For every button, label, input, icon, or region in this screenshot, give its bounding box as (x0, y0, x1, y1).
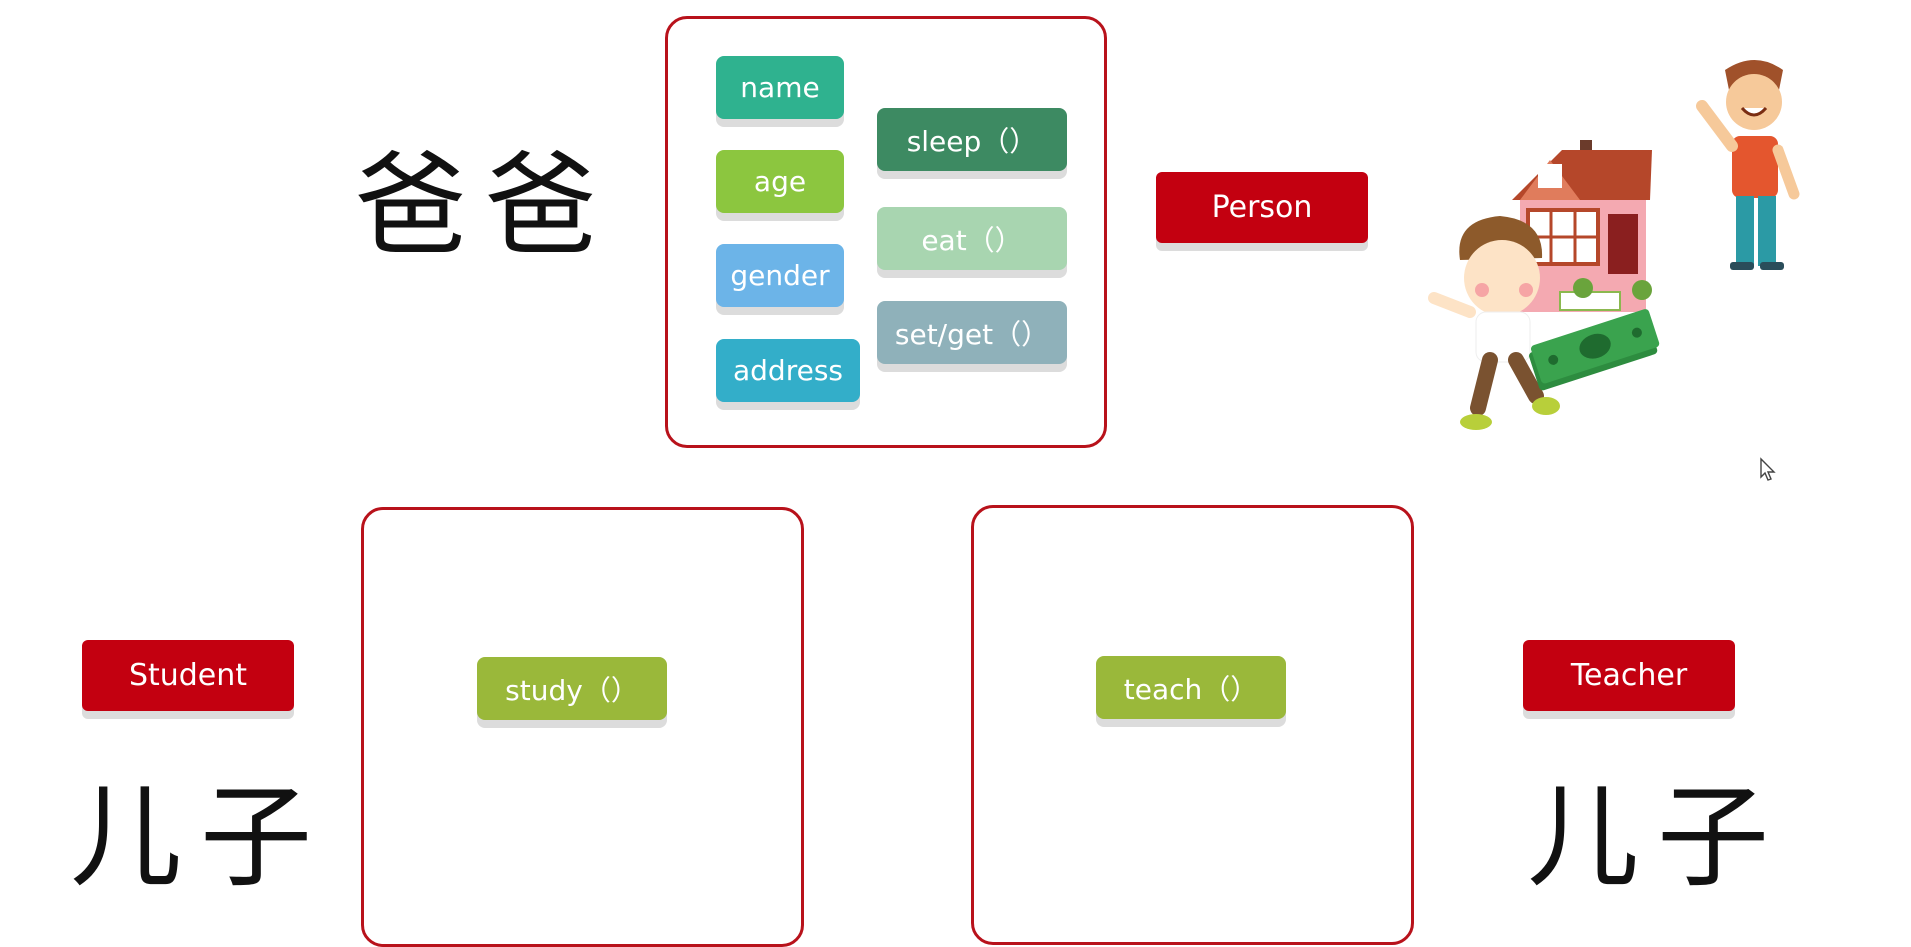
field-name: name (716, 56, 844, 119)
method-eat: eat（） (877, 207, 1067, 270)
teacher-label: Teacher (1523, 640, 1735, 711)
child-figure-icon (1428, 216, 1560, 430)
field-address: address (716, 339, 860, 402)
father-figure-icon (1696, 60, 1800, 270)
student-label: Student (82, 640, 294, 711)
field-gender: gender (716, 244, 844, 307)
father-chinese-label: 爸爸 (355, 141, 615, 271)
family-illustration (1428, 60, 1800, 430)
field-age: age (716, 150, 844, 213)
person-label: Person (1156, 172, 1368, 243)
money-icon (1529, 309, 1660, 391)
method-teach: teach（） (1096, 656, 1286, 719)
son-chinese-label-right: 儿子 (1527, 773, 1787, 903)
house-icon (1512, 140, 1652, 312)
mouse-cursor-icon (1760, 457, 1776, 481)
method-sleep: sleep（） (877, 108, 1067, 171)
method-study: study（） (477, 657, 667, 720)
student-class-box (361, 507, 804, 947)
son-chinese-label-left: 儿子 (70, 773, 330, 903)
method-set-get: set/get（） (877, 301, 1067, 364)
teacher-class-box (971, 505, 1414, 945)
